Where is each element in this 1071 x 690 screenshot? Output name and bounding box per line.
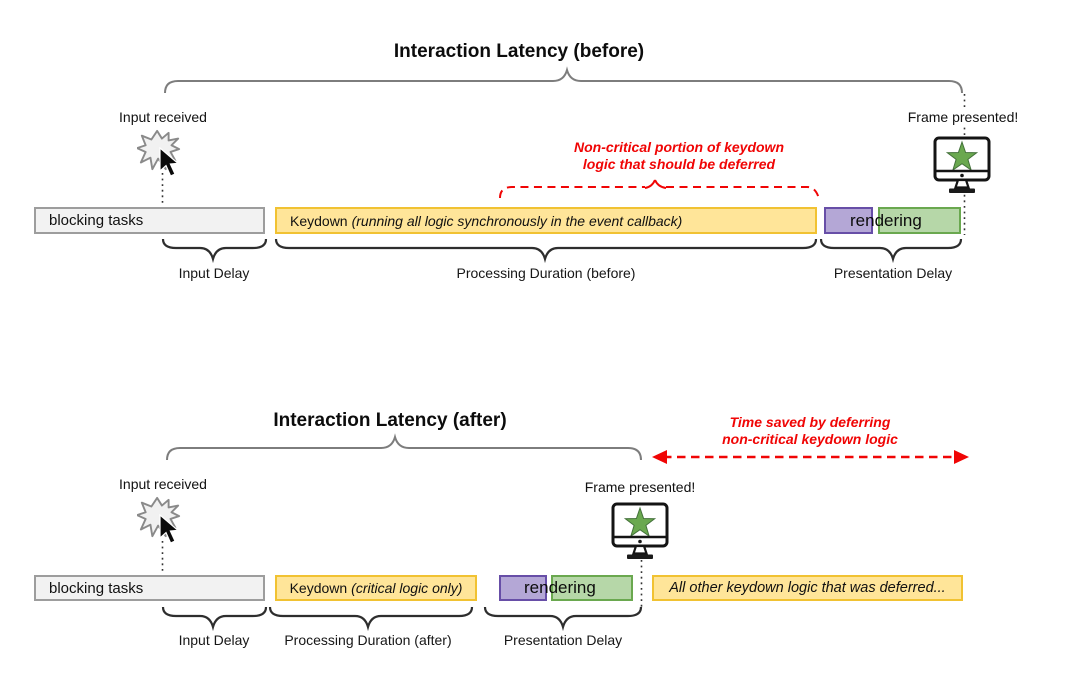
keydown-detail: (running all logic synchronously in the … [351, 212, 683, 229]
paint-bar [499, 575, 547, 601]
after-title: Interaction Latency (after) [273, 410, 507, 431]
presentation-delay-label: Presentation Delay [503, 632, 623, 648]
deferred-portion-bracket [499, 186, 820, 200]
after-latency-brace [166, 433, 642, 461]
input-delay-brace [161, 606, 268, 632]
processing-duration-label: Processing Duration (after) [284, 632, 452, 648]
keydown-detail: (critical logic only) [351, 580, 463, 596]
blocking-tasks-label: blocking tasks [49, 212, 144, 229]
monitor-icon [933, 136, 991, 193]
keydown-bar: Keydown(critical logic only) [275, 575, 477, 601]
rendering-label: rendering [850, 211, 922, 230]
cursor-icon [159, 147, 180, 177]
star-icon [945, 140, 979, 172]
input-delay-brace [161, 238, 268, 264]
processing-duration-brace [274, 238, 818, 264]
processing-duration-brace [268, 606, 474, 632]
render-bar [878, 207, 961, 234]
star-icon [623, 506, 657, 538]
blocking-tasks-bar: blocking tasks [34, 575, 265, 601]
presentation-delay-brace [819, 238, 963, 264]
presentation-delay-label: Presentation Delay [833, 265, 953, 281]
before-latency-brace [164, 66, 963, 94]
deferred-annotation-line1: Non-critical portion of keydown [573, 139, 784, 155]
time-saved-annotation-line1: Time saved by deferring [729, 414, 891, 430]
deferred-portion-bracket-tick [644, 179, 667, 189]
rendering-label: rendering [524, 578, 596, 597]
frame-presented-label: Frame presented! [574, 479, 706, 495]
keydown-name: Keydown [289, 580, 348, 596]
render-bar [551, 575, 633, 601]
blocking-tasks-label: blocking tasks [49, 579, 144, 597]
paint-bar [824, 207, 873, 234]
before-title: Interaction Latency (before) [393, 41, 645, 62]
blocking-tasks-bar: blocking tasks [34, 207, 265, 234]
monitor-icon [611, 502, 669, 559]
input-received-label: Input received [103, 109, 223, 125]
time-saved-annotation-line2: non-critical keydown logic [722, 431, 898, 447]
input-received-label: Input received [103, 476, 223, 492]
frame-presented-label: Frame presented! [897, 109, 1029, 125]
processing-duration-label: Processing Duration (before) [456, 265, 636, 281]
deferred-keydown-bar: All other keydown logic that was deferre… [652, 575, 963, 601]
deferred-annotation: Non-critical portion of keydown logic th… [529, 139, 829, 173]
deferred-keydown-label: All other keydown logic that was deferre… [669, 580, 946, 596]
deferred-annotation-line2: logic that should be deferred [582, 156, 776, 172]
input-delay-label: Input Delay [178, 632, 250, 648]
presentation-delay-brace [483, 606, 643, 632]
keydown-name: Keydown [290, 212, 348, 229]
cursor-icon [159, 514, 180, 544]
time-saved-arrow-left-head [652, 450, 667, 464]
keydown-bar: Keydown(running all logic synchronously … [275, 207, 817, 234]
input-burst-icon [137, 496, 181, 538]
time-saved-annotation: Time saved by deferring non-critical key… [660, 414, 960, 448]
input-burst-icon [137, 129, 181, 171]
time-saved-arrow-right-head [954, 450, 969, 464]
input-delay-label: Input Delay [178, 265, 250, 281]
